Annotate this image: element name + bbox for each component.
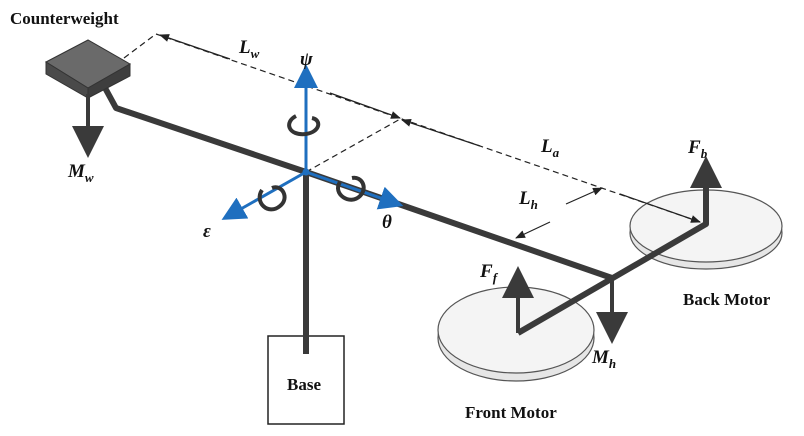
main-arm — [101, 84, 613, 281]
fb-symbol: Fb — [688, 137, 708, 161]
epsilon-rotation-icon — [257, 185, 287, 212]
epsilon-axis — [221, 170, 307, 220]
la-dim-line — [155, 33, 701, 223]
lh-symbol: Lh — [519, 188, 538, 212]
front-motor-label: Front Motor — [465, 403, 557, 422]
lw-arrow-right — [329, 92, 401, 119]
psi-rotation-icon — [287, 114, 321, 137]
counterweight-block — [44, 39, 132, 99]
base-label: Base — [287, 375, 321, 394]
back-motor-label: Back Motor — [683, 290, 771, 309]
theta-symbol: θ — [382, 212, 392, 233]
pivot-point — [302, 168, 310, 176]
la-arrow-right — [619, 193, 701, 223]
theta-rotation-icon — [336, 175, 366, 202]
mh-symbol: Mh — [592, 347, 617, 371]
motor-crossbar — [516, 172, 709, 336]
lw-arrow-left — [159, 34, 231, 60]
epsilon-symbol: ε — [203, 221, 211, 242]
counterweight-label: Counterweight — [10, 9, 119, 28]
theta-axis — [305, 170, 404, 210]
la-symbol: La — [541, 136, 560, 160]
lh-arrow-bottom — [515, 221, 551, 239]
la-arrow-left — [401, 119, 481, 147]
pivot-dashed-link — [305, 117, 403, 173]
lw-dim-extension — [123, 33, 157, 59]
ff-symbol: Ff — [480, 261, 498, 285]
lw-symbol: Lw — [239, 37, 260, 61]
psi-symbol: ψ — [300, 49, 313, 70]
mw-symbol: Mw — [68, 161, 94, 185]
lh-arrow-top — [565, 187, 603, 205]
